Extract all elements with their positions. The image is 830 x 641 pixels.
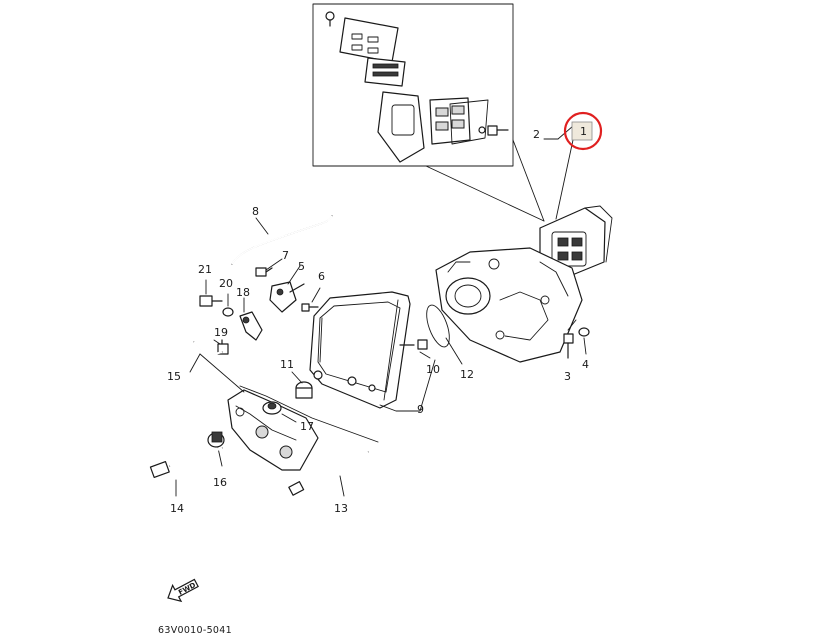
- callout-3: 3: [564, 370, 571, 383]
- long-bolt: [149, 446, 223, 497]
- callout-2: 2: [533, 128, 540, 141]
- cylinder-head-cover: [309, 291, 411, 409]
- callout-7: 7: [282, 249, 289, 262]
- washer-4: [578, 327, 590, 355]
- exhaust-cover: [227, 385, 379, 471]
- inset-screw-icon: [325, 11, 335, 27]
- callout-labels: 1 2 3 4 5 6 7 8 9 10 11 12 13 14 15 16 1…: [167, 128, 589, 515]
- red-circle-highlight: [563, 111, 603, 151]
- callout-18: 18: [236, 286, 250, 299]
- screw-6: [301, 287, 321, 312]
- crankcase-block: [435, 247, 583, 363]
- callout-4: 4: [582, 358, 589, 371]
- callout-20: 20: [219, 277, 233, 290]
- callout-21: 21: [198, 263, 212, 276]
- bracket: [269, 265, 305, 313]
- callout-11: 11: [280, 358, 294, 371]
- o-ring: [426, 304, 450, 348]
- fwd-label: FWD: [177, 581, 197, 597]
- inset-bolt-icon: [478, 125, 509, 136]
- grommet: [262, 401, 297, 423]
- callout-9: 9: [417, 403, 424, 416]
- plug-cap: [291, 371, 313, 399]
- link-rod: [231, 215, 333, 265]
- bolt-21: [199, 279, 223, 307]
- fitting: [207, 431, 225, 467]
- fitting-19: [213, 339, 229, 355]
- callout-8: 8: [252, 205, 259, 218]
- fwd-arrow-icon: FWD: [167, 578, 199, 603]
- washer-20: [222, 293, 234, 317]
- reed-valve-detail-inset: [312, 3, 545, 222]
- callout-10: 10: [426, 363, 440, 376]
- catalog-code: 63V0010-5041: [158, 625, 232, 636]
- bolt-3: [563, 319, 577, 359]
- highlight-marker: [563, 111, 603, 151]
- callout-19: 19: [214, 326, 228, 339]
- callout-14: 14: [170, 502, 184, 515]
- callout-17: 17: [300, 420, 314, 433]
- hose-15: [189, 341, 245, 393]
- callout-16: 16: [213, 476, 227, 489]
- callout-6: 6: [318, 270, 325, 283]
- callout-15: 15: [167, 370, 181, 383]
- long-stud: [288, 451, 369, 497]
- callout-13: 13: [334, 502, 348, 515]
- lever-18: [239, 297, 263, 341]
- callout-12: 12: [460, 368, 474, 381]
- head-bolt: [399, 339, 431, 359]
- clip: [255, 258, 283, 277]
- callout-5: 5: [298, 260, 305, 273]
- callout-1-highlighted: 1: [580, 125, 587, 138]
